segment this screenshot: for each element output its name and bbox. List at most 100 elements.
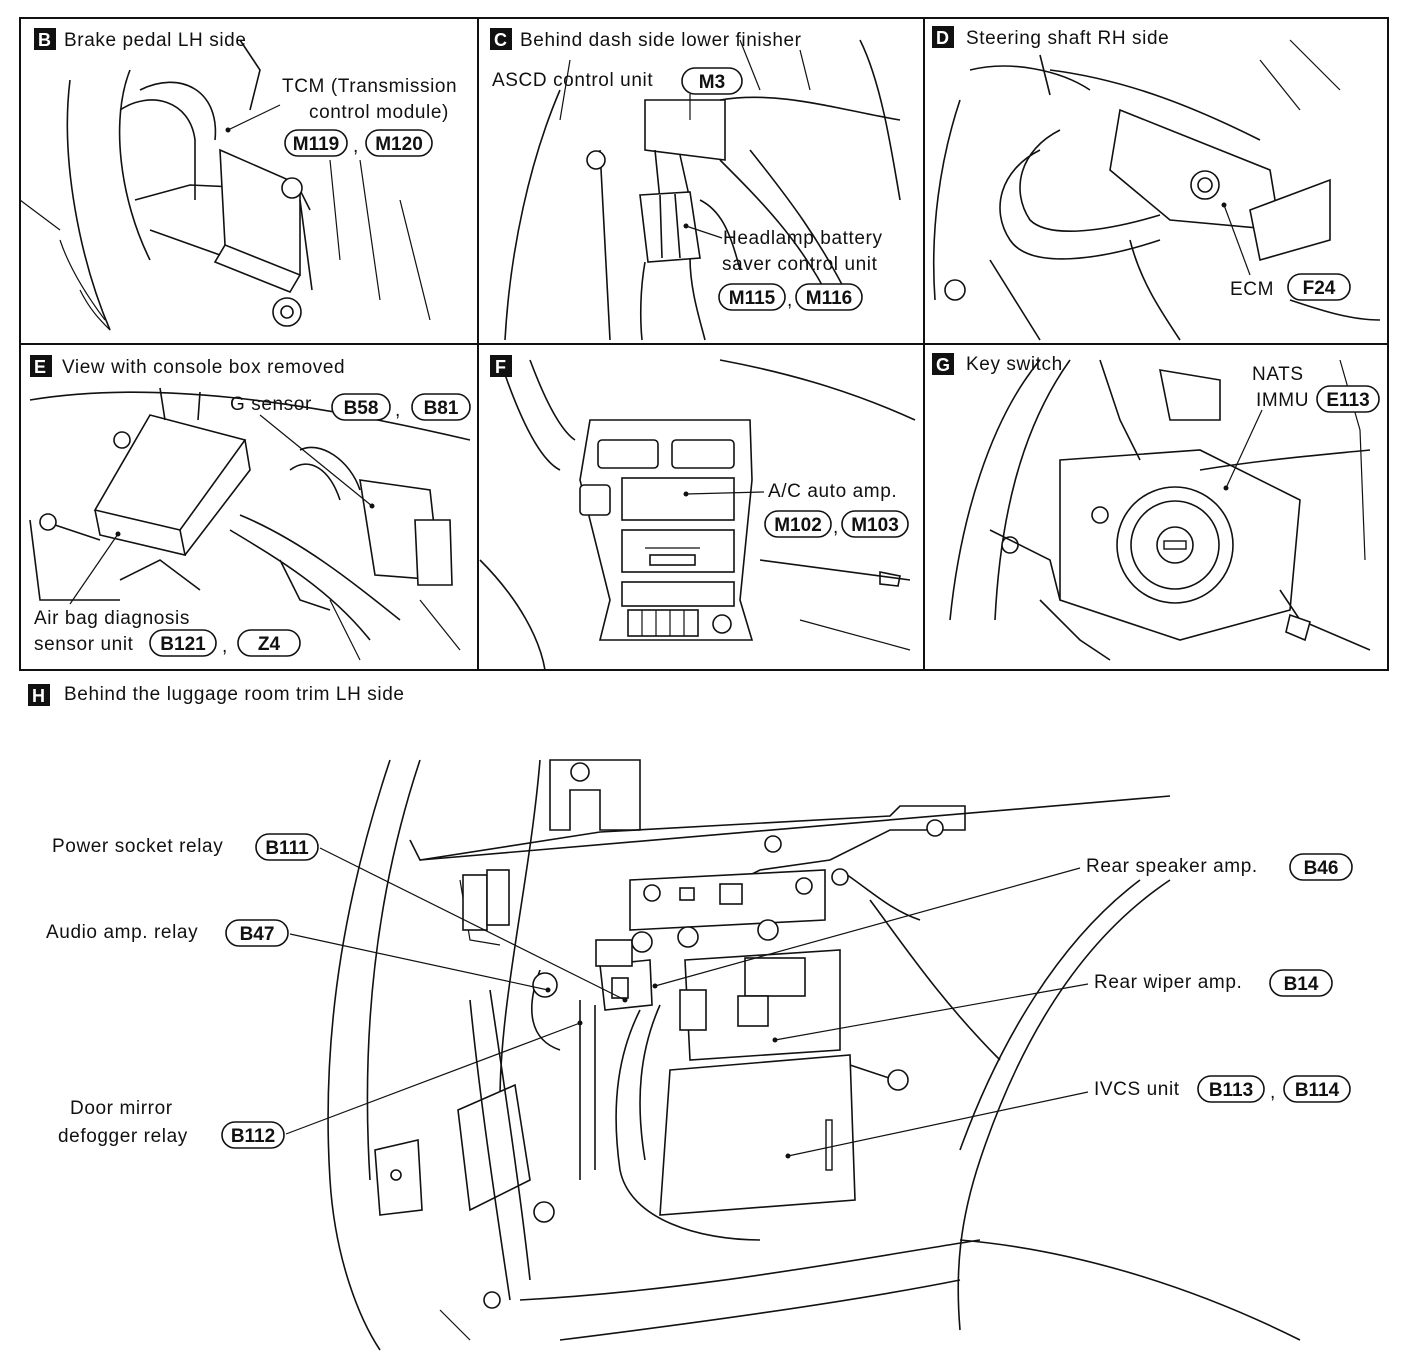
panel-c-title: Behind dash side lower finisher (520, 30, 802, 51)
panel-g-artwork (949, 359, 1371, 661)
ac-leader-dot (683, 491, 689, 497)
connector-m102: M102 (774, 515, 822, 536)
connector-badge (411, 393, 471, 421)
ecm-leader-dot (1221, 202, 1227, 208)
panel-h-title: Behind the luggage room trim LH side (64, 684, 405, 705)
rear-speaker-amp-label: Rear speaker amp. (1086, 856, 1258, 877)
rear-speaker-leader-dot (652, 983, 658, 989)
panel-d-artwork (932, 39, 1381, 341)
power-socket-relay-label: Power socket relay (52, 836, 223, 857)
ecm-label: ECM (1230, 279, 1274, 300)
connector-m115: M115 (729, 288, 776, 309)
panel-c-artwork (504, 39, 901, 341)
connector-m119: M119 (293, 134, 339, 155)
panel-e-letter-box (30, 355, 52, 377)
nats-label-line1: NATS (1252, 364, 1304, 385)
panel-g: G Key switch NATS IMMU E113 (932, 353, 1380, 661)
tcm-label-line2: control module) (309, 102, 449, 123)
connector-f24: F24 (1303, 278, 1336, 299)
separator-comma: , (1270, 1082, 1276, 1103)
connector-badge (764, 510, 832, 538)
connector-b81: B81 (424, 398, 459, 419)
panel-d-title: Steering shaft RH side (966, 28, 1169, 49)
airbag-label-line1: Air bag diagnosis (34, 608, 190, 629)
connector-m120: M120 (375, 134, 423, 155)
panel-f-letter-box (490, 355, 512, 377)
connector-m103: M103 (851, 515, 899, 536)
connector-badge (718, 283, 786, 311)
connector-badge (1289, 853, 1353, 881)
headlamp-label-line1: Headlamp battery (723, 228, 883, 249)
connector-badge (255, 833, 319, 861)
audio-leader-line (289, 933, 549, 991)
separator-comma: , (787, 290, 793, 311)
rear-wiper-amp-label: Rear wiper amp. (1094, 972, 1242, 993)
headlamp-leader-dot (683, 223, 689, 229)
connector-badge (841, 510, 909, 538)
panel-c-letter-box (490, 28, 512, 50)
connector-badge (1269, 969, 1333, 997)
panel-d-letter: D (936, 28, 949, 48)
audio-amp-relay-label: Audio amp. relay (46, 922, 198, 943)
ivcs-unit-label: IVCS unit (1094, 1079, 1180, 1100)
panel-h-letter-box (28, 684, 50, 706)
connector-badge (1283, 1075, 1351, 1103)
panel-c-letter: C (494, 30, 507, 50)
panel-e-title: View with console box removed (62, 357, 345, 378)
connector-b113: B113 (1209, 1080, 1253, 1101)
separator-comma: , (833, 517, 839, 538)
separator-comma: , (395, 400, 401, 421)
panel-e: E View with console box removed G sensor… (29, 355, 471, 661)
panel-f-artwork (479, 359, 916, 671)
separator-comma: , (222, 636, 228, 657)
panel-c: C Behind dash side lower finisher ASCD c… (490, 28, 901, 341)
airbag-leader-line (69, 533, 119, 605)
panel-b-title: Brake pedal LH side (64, 30, 247, 51)
panel-b: B Brake pedal LH side TCM (Transmission … (19, 28, 457, 331)
ivcs-leader-dot (785, 1153, 791, 1159)
ac-leader-line (685, 491, 765, 495)
rear-speaker-leader-line (654, 867, 1081, 987)
tcm-leader-dot (225, 127, 231, 133)
headlamp-label-line2: saver control unit (722, 254, 878, 275)
ac-auto-amp-label: A/C auto amp. (768, 481, 897, 502)
connector-b121: B121 (160, 634, 206, 655)
rear-wiper-leader-dot (772, 1037, 778, 1043)
panel-e-letter: E (34, 357, 46, 377)
connector-b46: B46 (1304, 858, 1339, 879)
connector-badge (225, 919, 289, 947)
separator-comma: , (353, 136, 359, 157)
panel-d: D Steering shaft RH side ECM F24 (932, 26, 1381, 341)
ivcs-leader-line (787, 1091, 1089, 1157)
panel-f: F A/C auto amp. M102 , M103 (479, 355, 916, 671)
g-sensor-leader-dot (369, 503, 375, 509)
tcm-label-line1: TCM (Transmission (282, 76, 457, 97)
power-socket-leader-line (319, 847, 626, 1001)
airbag-leader-dot (115, 531, 121, 537)
door-mirror-label-line1: Door mirror (70, 1098, 173, 1119)
connector-badge (365, 129, 433, 157)
connector-b112: B112 (231, 1126, 275, 1147)
power-socket-leader-dot (622, 997, 628, 1003)
connector-badge (284, 129, 348, 157)
rear-wiper-leader-line (774, 983, 1089, 1041)
door-mirror-label-line2: defogger relay (58, 1126, 188, 1147)
panel-b-artwork (19, 39, 431, 331)
connector-e113: E113 (1326, 390, 1369, 411)
nats-label-line2: IMMU (1256, 390, 1309, 411)
panel-g-title: Key switch (966, 354, 1063, 375)
connector-b47: B47 (240, 924, 275, 945)
connector-badge (221, 1121, 285, 1149)
connector-b111: B111 (265, 838, 309, 859)
panel-f-letter: F (495, 357, 506, 377)
airbag-label-line2: sensor unit (34, 634, 134, 655)
ecm-leader-line (1223, 204, 1251, 276)
nats-leader-dot (1223, 485, 1229, 491)
connector-badge (237, 629, 301, 657)
connector-b14: B14 (1284, 974, 1319, 995)
panel-h: H Behind the luggage room trim LH side (28, 684, 1353, 1351)
audio-leader-dot (545, 987, 551, 993)
connector-badge (1287, 273, 1351, 301)
connector-badge (1316, 385, 1380, 413)
